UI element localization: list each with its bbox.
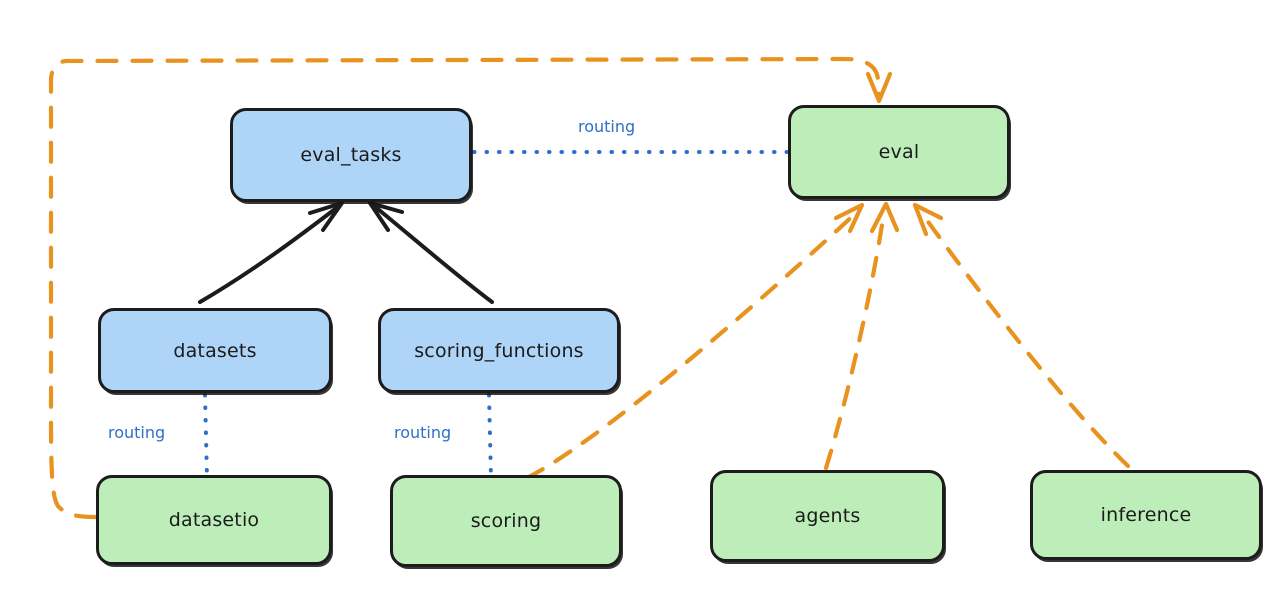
node-label-inference: inference [1100,504,1192,526]
edge-label-routing-scoring: routing [394,423,452,442]
edge-agents-to-eval [823,201,900,471]
edge-scoring-functions-to-scoring [487,393,493,479]
edge-scoring-functions-to-eval-tasks [368,201,494,304]
edge-label-routing-datasets: routing [108,423,166,442]
node-scoring[interactable]: scoring [390,475,622,567]
edge-label-routing-eval: routing [578,117,636,136]
node-label-scoring: scoring [470,510,542,532]
node-label-eval-tasks: eval_tasks [300,144,402,166]
node-label-datasets: datasets [173,339,257,362]
edge-datasets-to-eval-tasks [198,201,344,304]
node-eval-tasks[interactable]: eval_tasks [230,108,472,202]
node-datasets[interactable]: datasets [98,308,332,393]
node-agents[interactable]: agents [710,470,945,562]
node-inference[interactable]: inference [1030,470,1262,560]
node-label-eval: eval [878,141,920,163]
edge-inference-to-eval [912,202,1131,469]
node-label-datasetio: datasetio [168,509,260,531]
edge-datasets-to-datasetio [203,393,209,479]
node-eval[interactable]: eval [788,105,1010,199]
node-label-agents: agents [794,505,861,527]
node-scoring-functions[interactable]: scoring_functions [378,308,620,393]
node-datasetio[interactable]: datasetio [96,475,332,565]
node-label-scoring-functions: scoring_functions [414,339,584,362]
